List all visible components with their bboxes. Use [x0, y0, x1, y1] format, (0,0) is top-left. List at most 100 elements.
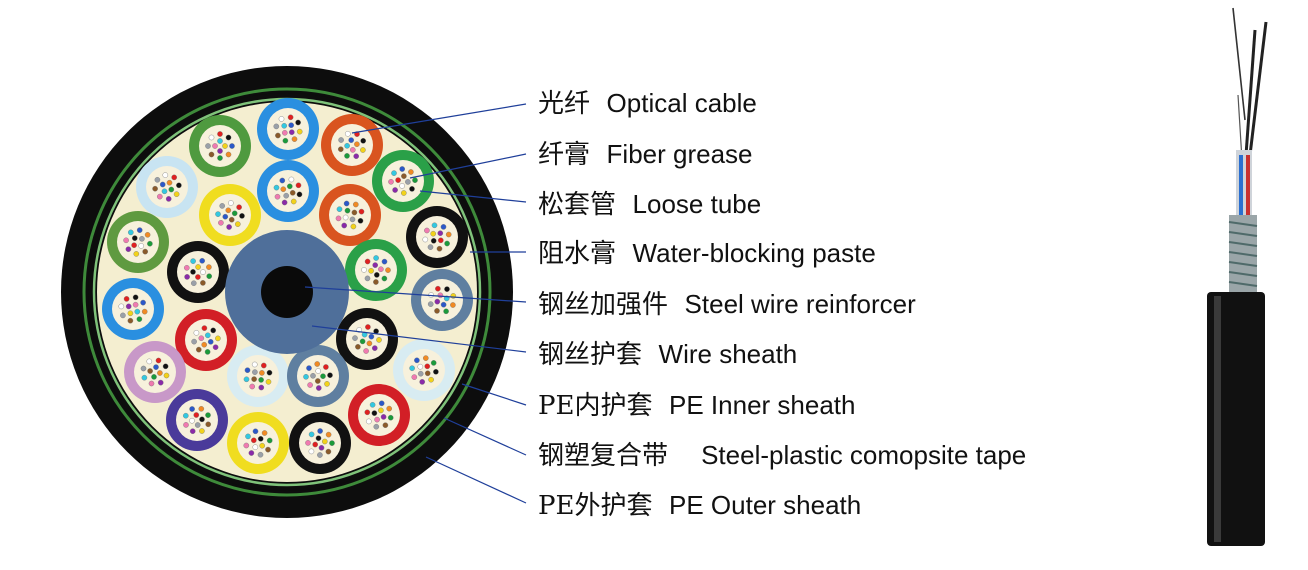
optical-fiber — [176, 182, 182, 189]
optical-fiber — [296, 128, 303, 135]
optical-fiber — [381, 275, 388, 282]
loose-tube — [287, 345, 349, 407]
optical-fiber — [358, 208, 365, 215]
optical-fiber — [125, 303, 132, 310]
loose-tube — [227, 412, 289, 474]
optical-fiber — [378, 400, 385, 407]
optical-fiber — [283, 192, 290, 199]
fiber-grease — [403, 349, 445, 391]
optical-fiber — [198, 405, 205, 412]
optical-fiber — [344, 207, 351, 214]
tape-band — [1228, 281, 1258, 287]
optical-fiber — [382, 422, 389, 429]
optical-fiber — [440, 224, 447, 230]
optical-fiber — [437, 230, 444, 236]
optical-fiber — [157, 379, 164, 386]
optical-fiber — [381, 258, 388, 265]
optical-fiber — [436, 245, 443, 252]
tape-band — [1228, 251, 1258, 257]
optical-fiber — [123, 237, 129, 244]
optical-fiber — [193, 329, 200, 336]
optical-fiber — [131, 235, 138, 241]
optical-fiber — [154, 176, 161, 183]
optical-fiber — [315, 368, 322, 374]
optical-fiber — [199, 257, 205, 264]
optical-fiber — [248, 450, 255, 456]
leader-line — [311, 325, 527, 353]
optical-fiber — [225, 207, 232, 214]
optical-fiber — [373, 423, 380, 430]
optical-fiber — [199, 428, 205, 434]
leader-line — [304, 286, 527, 303]
fiber-grease — [267, 108, 309, 150]
loose-tube — [289, 412, 351, 474]
loose-tube — [227, 345, 289, 407]
loose-tube — [107, 211, 169, 273]
optical-fiber — [195, 274, 201, 280]
optical-fiber — [273, 184, 280, 191]
label-optical-cable: 光纤 Optical cable — [538, 88, 757, 119]
optical-fiber — [265, 378, 272, 385]
optical-fiber — [243, 376, 250, 383]
optical-fiber — [189, 428, 196, 435]
optical-fiber — [351, 209, 358, 216]
optical-fiber — [352, 335, 358, 341]
optical-fiber — [424, 370, 431, 377]
label-pe-outer-sheath: PE外护套 PE Outer sheath — [538, 490, 862, 521]
optical-fiber — [430, 237, 437, 244]
optical-fiber — [225, 151, 232, 158]
optical-fiber — [266, 437, 273, 444]
optical-fiber — [243, 442, 250, 449]
optical-fiber — [355, 343, 361, 350]
loose-tube — [166, 389, 228, 451]
optical-fiber — [217, 131, 223, 137]
optical-fiber — [392, 187, 398, 193]
fiber-strand — [1244, 29, 1257, 156]
label-steel-wire-reinforcer: 钢丝加强件 Steel wire reinforcer — [538, 289, 916, 320]
tape-band — [1228, 261, 1258, 267]
optical-fiber — [373, 272, 380, 278]
optical-fiber — [380, 414, 387, 420]
optical-fiber — [184, 274, 190, 280]
optical-fiber — [251, 361, 258, 368]
optical-fiber — [281, 123, 288, 129]
optical-fiber — [148, 380, 155, 387]
optical-fiber — [325, 431, 332, 438]
loose-tube — [189, 115, 251, 177]
optical-fiber — [422, 236, 429, 243]
optical-fiber — [308, 448, 315, 455]
optical-fiber — [252, 428, 259, 435]
steel-plastic-tape — [82, 87, 492, 497]
optical-fiber — [444, 286, 450, 292]
loose-tube — [372, 150, 434, 212]
optical-fiber — [155, 357, 162, 364]
optical-fiber — [258, 377, 264, 383]
optical-fiber — [218, 219, 224, 226]
optical-fiber — [327, 372, 333, 379]
optical-fiber — [437, 292, 444, 299]
optical-fiber — [427, 301, 434, 307]
optical-fiber — [295, 119, 301, 126]
optical-fiber — [342, 214, 349, 221]
optical-fiber — [371, 345, 378, 351]
optical-fiber — [245, 433, 251, 440]
fiber-grease — [346, 318, 388, 360]
optical-fiber — [365, 324, 371, 330]
optical-fiber — [234, 221, 241, 227]
optical-fiber — [190, 280, 197, 287]
optical-fiber — [261, 430, 268, 436]
optical-fiber — [127, 317, 134, 324]
optical-fiber — [144, 231, 151, 238]
optical-fiber — [217, 138, 223, 144]
optical-fiber — [344, 130, 351, 137]
fiber-grease — [112, 288, 154, 330]
optical-fiber — [363, 348, 369, 354]
optical-fiber — [308, 431, 315, 438]
optical-fiber — [191, 338, 197, 345]
optical-fiber — [236, 204, 242, 210]
optical-fiber — [287, 114, 294, 121]
optical-fiber — [231, 210, 238, 217]
optical-fiber — [217, 155, 223, 161]
optical-fiber — [288, 122, 295, 128]
optical-fiber — [443, 308, 449, 315]
